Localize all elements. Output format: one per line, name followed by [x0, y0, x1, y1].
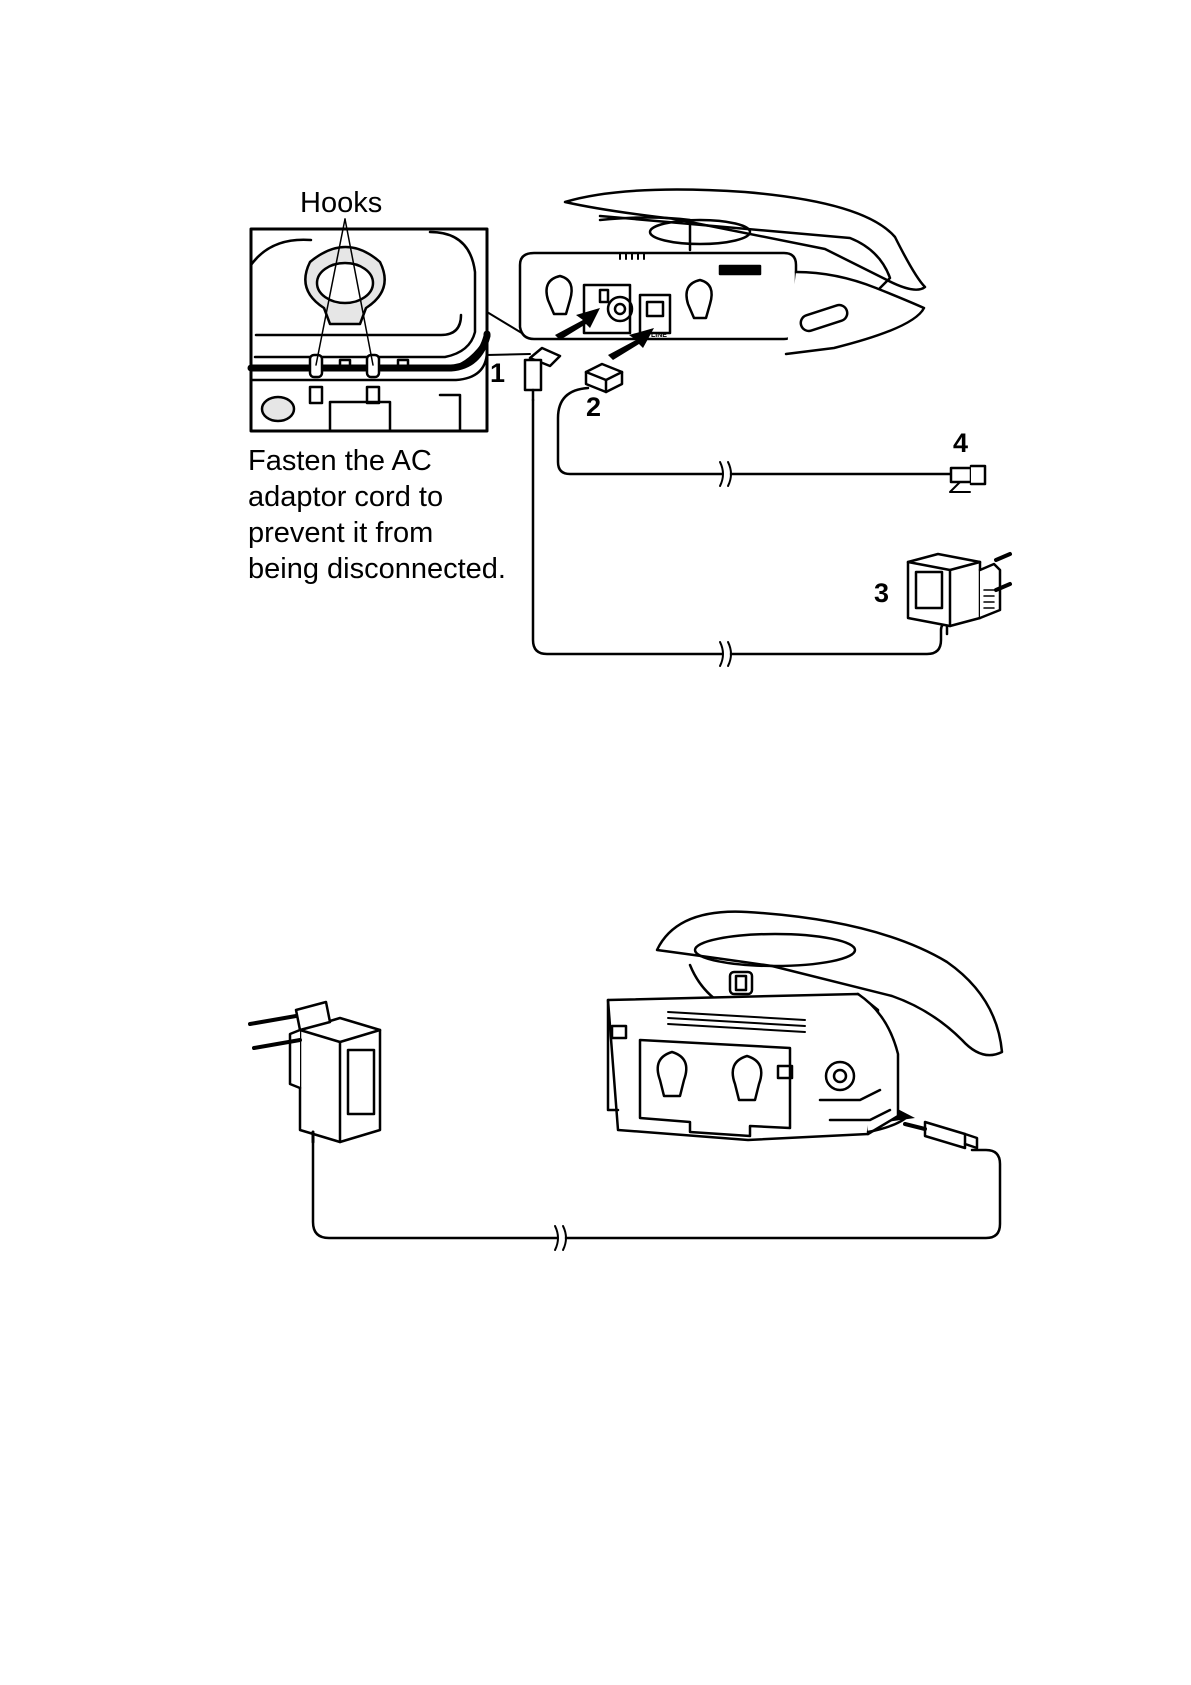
dc-plug-icon: [905, 1122, 977, 1148]
callout-number-3: 3: [874, 580, 889, 607]
modular-phone-plug-icon: [586, 364, 622, 392]
caption-line: Fasten the AC: [248, 443, 538, 479]
ac-adaptor-cord: [313, 1142, 1000, 1250]
line-jack-label: LINE: [651, 332, 667, 339]
dc-plug-icon: [525, 348, 560, 400]
bottom-figure: [250, 912, 1002, 1250]
caption-line: being disconnected.: [248, 551, 538, 587]
telephone-base-rear-icon: [520, 190, 925, 354]
callout-number-4: 4: [953, 430, 968, 457]
caption-line: prevent it from: [248, 515, 538, 551]
callout-number-1: 1: [490, 360, 505, 387]
hooks-inset: [251, 219, 530, 431]
ac-adaptor-cord: [533, 400, 947, 666]
hooks-label: Hooks: [300, 189, 382, 218]
figure-caption: Fasten the AC adaptor cord to prevent it…: [248, 443, 538, 587]
callout-number-2: 2: [586, 394, 601, 421]
telephone-line-cord: [558, 388, 985, 492]
ac-adaptor-icon: [250, 1002, 380, 1142]
charger-base-icon: [608, 912, 1002, 1140]
caption-line: adaptor cord to: [248, 479, 538, 515]
ac-adaptor-icon: [908, 554, 1010, 634]
top-figure: [251, 190, 1010, 666]
